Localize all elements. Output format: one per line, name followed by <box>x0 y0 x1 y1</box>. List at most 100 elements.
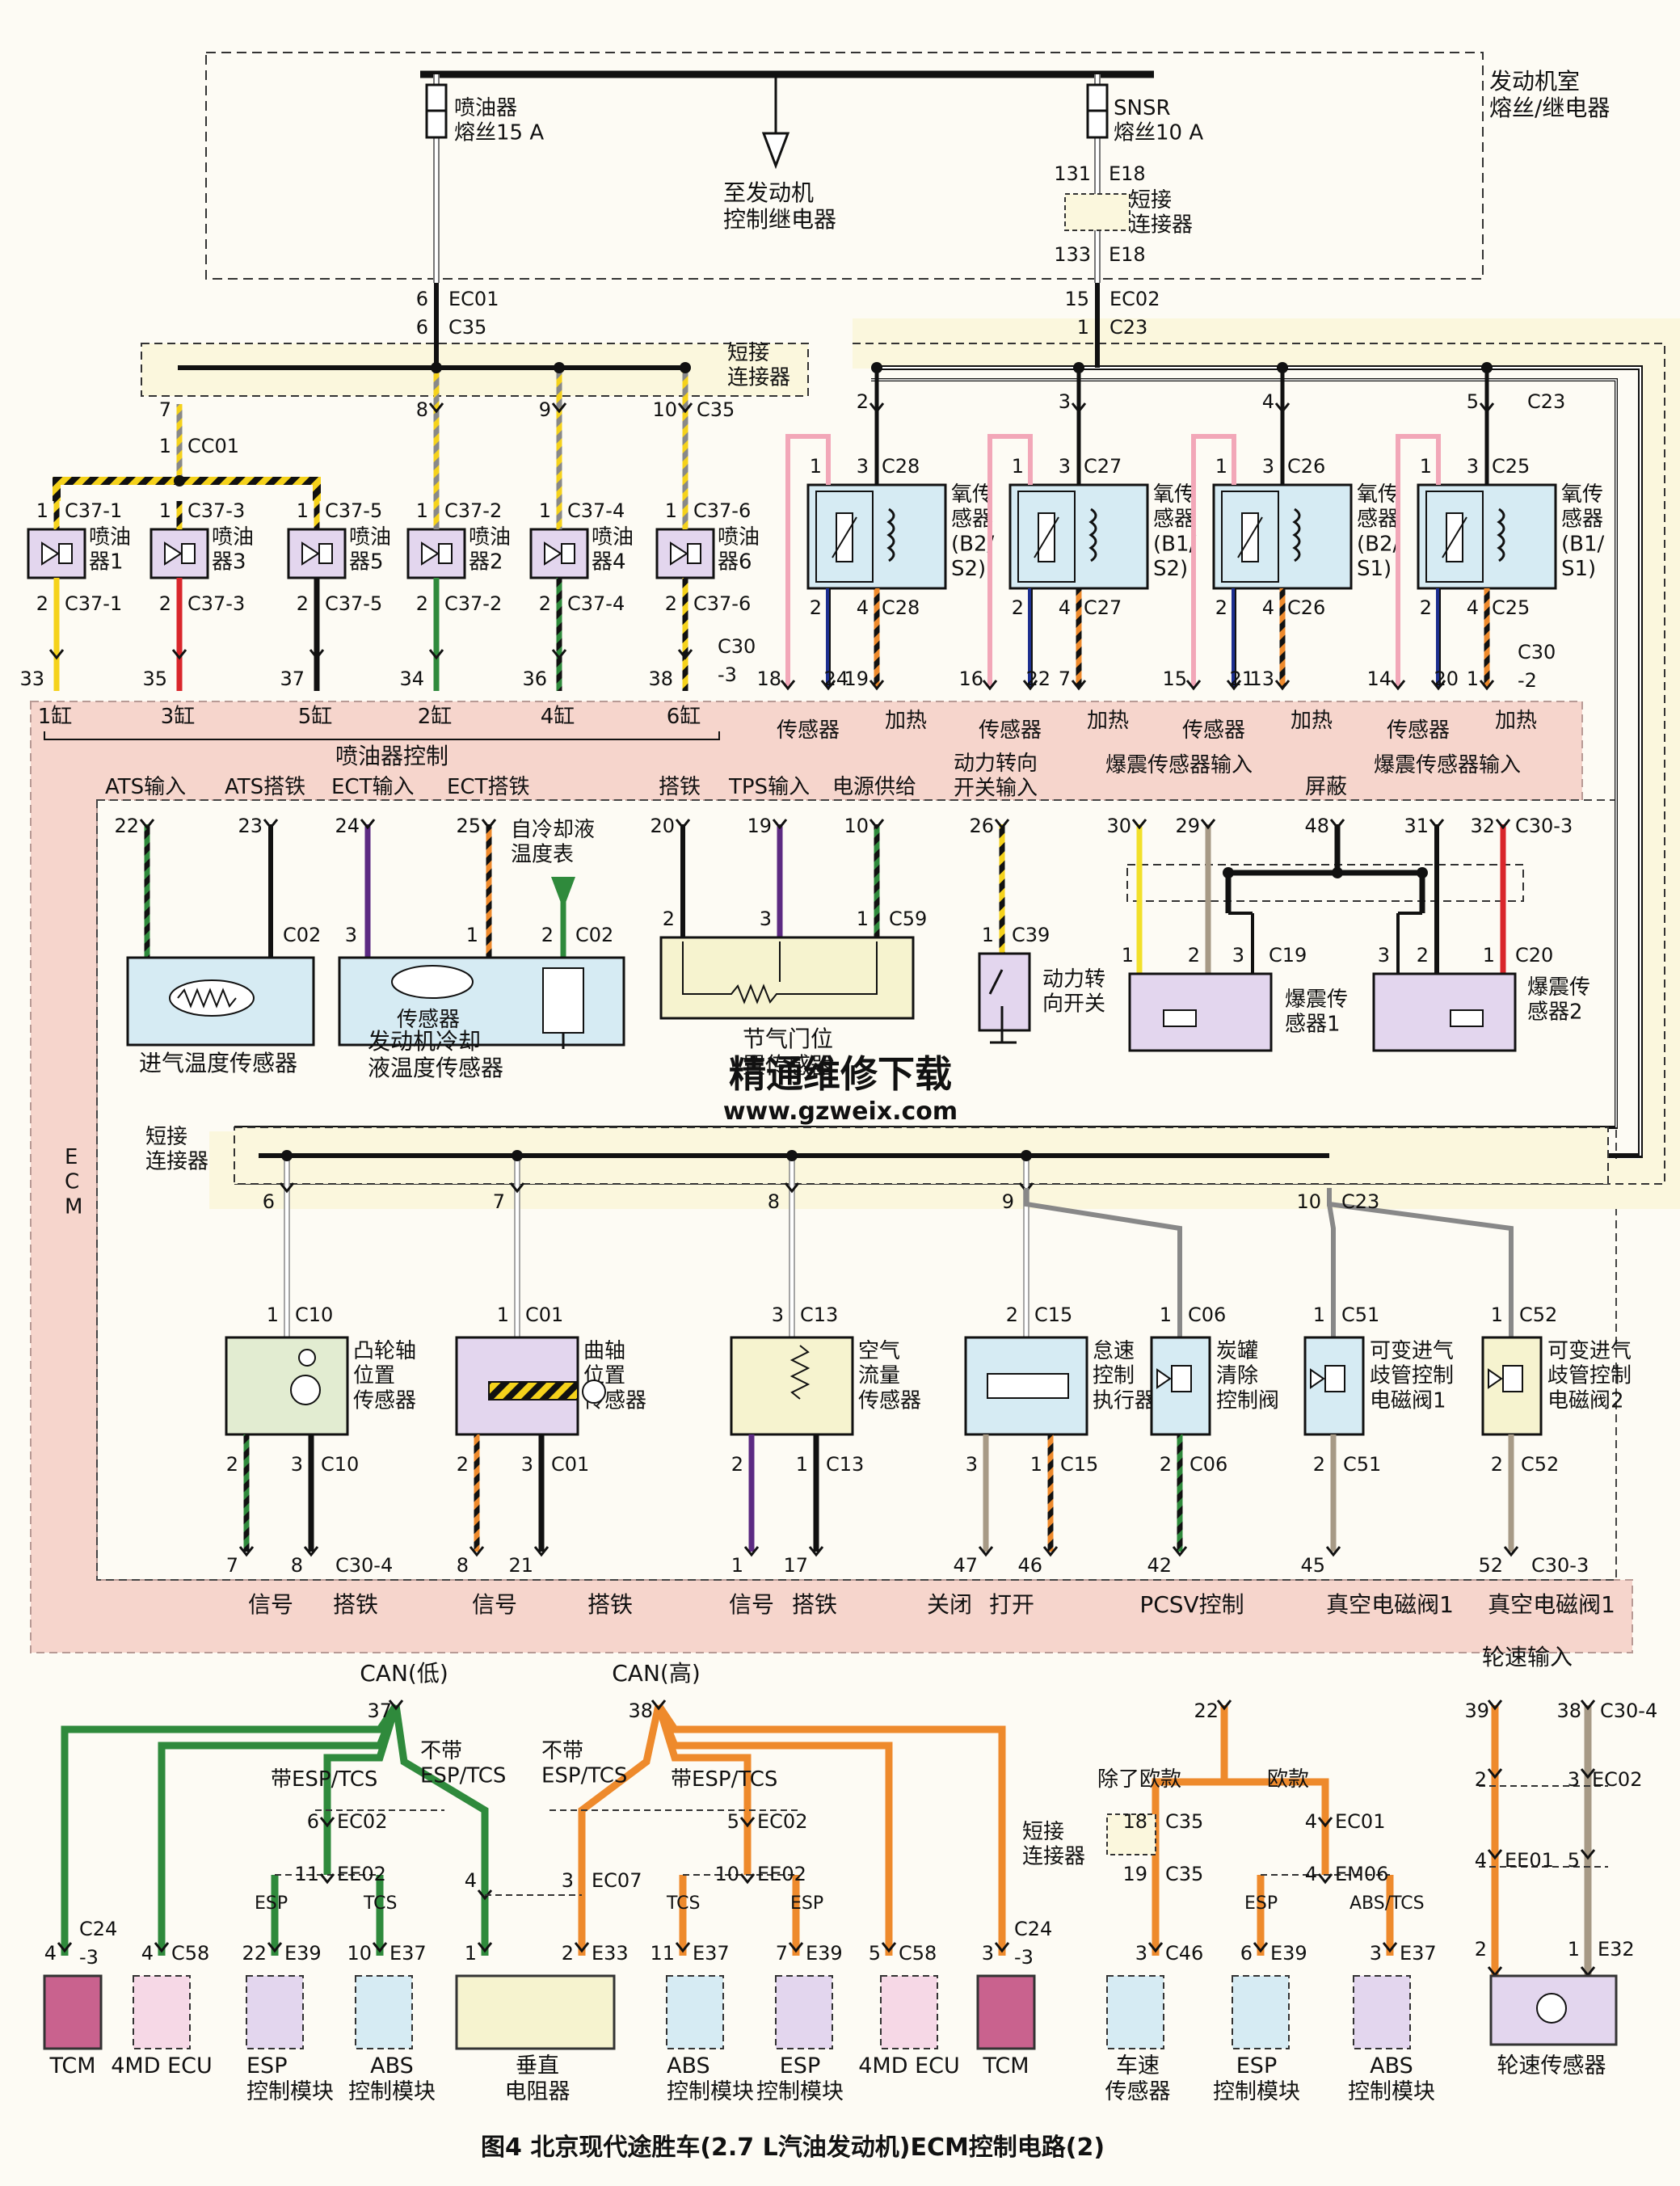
pin: 1 <box>1122 944 1134 967</box>
pin-chevron <box>739 1873 756 1885</box>
pin: 1 <box>1030 1453 1042 1476</box>
module-box <box>1232 1975 1290 2049</box>
ecm-pin: 16 <box>958 668 983 690</box>
conn: C39 <box>1012 924 1050 946</box>
module-label: 车速传感器 <box>1105 2053 1171 2104</box>
module-box <box>455 1974 616 2050</box>
injector-label: 喷油器5 <box>349 525 391 575</box>
pin-chevron <box>820 680 836 691</box>
pin: 2 <box>1012 596 1024 619</box>
wheel-input-label: 轮速输入 <box>1482 1644 1573 1670</box>
gauge-label: 自冷却液温度表 <box>511 818 595 867</box>
pin: 8 <box>416 398 428 421</box>
shield-label: 屏蔽 <box>1305 775 1347 799</box>
pin: 1 <box>665 499 677 522</box>
conn: EC02 <box>337 1810 387 1833</box>
junction-dot <box>786 1150 798 1161</box>
ps-input-label: 动力转向开关输入 <box>954 752 1038 801</box>
pin: 2 <box>457 1453 469 1476</box>
ecm-pin: 7 <box>226 1554 238 1577</box>
pin: 5 <box>727 1810 739 1833</box>
ground-label: 搭铁 <box>659 775 701 799</box>
pin-chevron <box>982 680 998 691</box>
junction-dot <box>1277 362 1288 373</box>
junction-dot <box>174 475 185 486</box>
pin-chevron <box>139 819 155 830</box>
pin: 2 <box>226 1453 238 1476</box>
pin-chevron <box>1487 1700 1503 1711</box>
potentiometer-icon <box>682 941 878 1005</box>
tps-body <box>659 936 915 1020</box>
o2-sensor-word: 传感器 <box>777 718 840 743</box>
cylinder-label: 6缸 <box>667 705 701 729</box>
pin: 4 <box>465 1869 477 1892</box>
pin: 2 <box>416 592 428 615</box>
knock-input-label: 爆震传感器输入 <box>1105 753 1253 777</box>
abs-tcs-tag: ABS/TCS <box>1349 1893 1425 1914</box>
pin-chevron <box>1216 1700 1232 1711</box>
pin-chevron <box>1479 402 1495 414</box>
conn: C37-6 <box>693 499 751 522</box>
knock2-label: 爆震传感器2 <box>1527 975 1590 1025</box>
ect-inner-label: 传感器 <box>397 1008 460 1032</box>
pin: 4 <box>1262 596 1274 619</box>
pin-chevron <box>1487 1768 1503 1780</box>
pin: 10 <box>652 398 677 421</box>
pin-chevron <box>57 1942 73 1953</box>
pin-chevron <box>978 1546 994 1557</box>
conn: C58 <box>171 1942 209 1965</box>
pin-chevron <box>1274 402 1291 414</box>
module-box <box>976 1974 1036 2050</box>
figure-caption: 图4 北京现代途胜车(2.7 L汽油发动机)ECM控制电路(2) <box>481 2133 1105 2162</box>
pin: 1 <box>796 1453 808 1476</box>
conn: -2 <box>1518 669 1537 692</box>
pin: 4 <box>1305 1863 1317 1885</box>
pin-chevron <box>533 1546 549 1557</box>
knock1-label: 爆震传感器1 <box>1285 988 1348 1037</box>
conn: C30-3 <box>1515 815 1573 837</box>
short-conn-label: 短接连接器 <box>1130 188 1193 238</box>
conn: C15 <box>1060 1453 1098 1476</box>
ecm-pin: 45 <box>1300 1554 1325 1577</box>
pin: 4 <box>857 596 869 619</box>
conn: C30-4 <box>1600 1700 1657 1722</box>
conn: EC02 <box>1109 288 1160 310</box>
module-box <box>246 1975 304 2049</box>
conn: C37-4 <box>567 592 625 615</box>
pin: 22 <box>242 1942 267 1965</box>
o2-sensor-label: 氧传感器(B2/S2) <box>951 482 995 581</box>
conn: EC02 <box>757 1810 807 1833</box>
conn: C24 <box>1014 1918 1052 1940</box>
engine-room-label: 发动机室熔丝/继电器 <box>1489 68 1610 121</box>
conn: C30-3 <box>1531 1554 1589 1577</box>
pin: 29 <box>1175 815 1200 837</box>
pin-chevron <box>1479 680 1495 691</box>
pin-chevron <box>1042 1546 1059 1557</box>
ecm-pin: 8 <box>291 1554 303 1577</box>
conn: C37-6 <box>693 592 751 615</box>
injector-coil-icon <box>544 541 562 566</box>
pin-chevron <box>428 402 444 414</box>
actuator-label: 可变进气歧管控制电磁阀2 <box>1547 1339 1632 1413</box>
pin-chevron <box>477 1889 493 1901</box>
conn: C25 <box>1492 455 1530 478</box>
knock-input-label: 爆震传感器输入 <box>1374 753 1521 777</box>
conn: E37 <box>1400 1942 1437 1965</box>
pin: 3 <box>1059 390 1071 413</box>
ats-ground-label: ATS搭铁 <box>225 775 305 799</box>
conn: C52 <box>1519 1304 1557 1326</box>
pin-chevron <box>675 1942 691 1953</box>
ecm-pin: 1 <box>731 1554 743 1577</box>
pin: 3 <box>982 1942 994 1965</box>
conn: C37-4 <box>567 499 625 522</box>
eu-label: 欧款 <box>1267 1767 1309 1792</box>
junction-dot <box>680 362 691 373</box>
ground-label: 搭铁 <box>792 1591 837 1618</box>
pin: 1 <box>36 499 48 522</box>
module-label: TCM <box>48 2053 95 2079</box>
pin-chevron <box>1429 819 1445 830</box>
pin: 3 <box>966 1453 978 1476</box>
